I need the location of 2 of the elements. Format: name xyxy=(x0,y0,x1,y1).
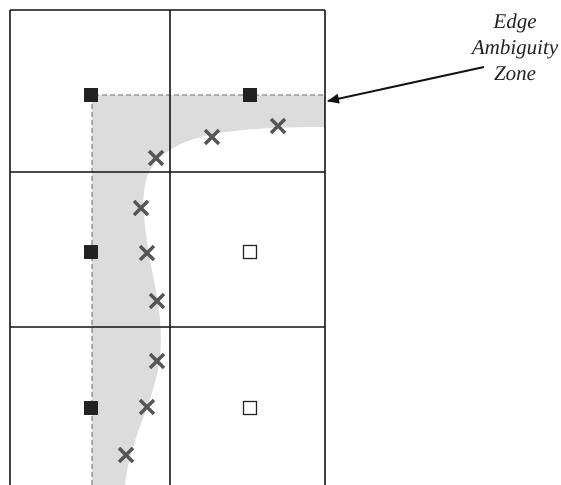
leader-arrow xyxy=(327,66,484,104)
zone-label: Edge Ambiguity Zone xyxy=(470,8,560,86)
